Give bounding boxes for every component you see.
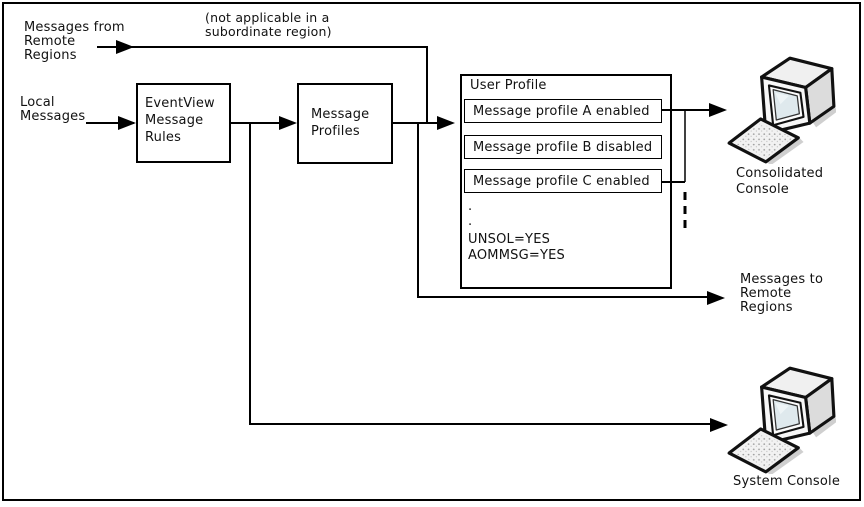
profile-row-a-label: Message profile A enabled	[473, 103, 650, 119]
user-profile-title: User Profile	[470, 78, 547, 93]
message-profiles-text: Message Profiles	[311, 107, 370, 139]
profile-row-b-label: Message profile B disabled	[473, 139, 653, 155]
profile-row-a: Message profile A enabled	[464, 99, 662, 123]
local-messages-label: Local Messages	[20, 95, 86, 124]
messages-to-remote-label: Messages to Remote Regions	[740, 272, 824, 315]
profile-row-c-label: Message profile C enabled	[473, 173, 650, 189]
profile-row-b: Message profile B disabled	[464, 135, 662, 159]
consolidated-console-label: Consolidated Console	[736, 166, 824, 197]
messages-from-remote-label: Messages from Remote Regions	[24, 20, 125, 63]
profile-ellipsis: . .	[468, 199, 473, 229]
subordinate-region-note: (not applicable in a subordinate region)	[205, 10, 332, 39]
system-console-icon	[726, 364, 836, 474]
profile-row-c: Message profile C enabled	[464, 169, 662, 193]
eventview-message-rules-text: EventView Message Rules	[145, 96, 215, 145]
user-profile-settings: UNSOL=YES AOMMSG=YES	[468, 232, 565, 263]
message-profiles-box: Message Profiles	[297, 83, 393, 164]
consolidated-console-icon	[726, 54, 836, 164]
eventview-message-rules-box: EventView Message Rules	[136, 83, 231, 163]
system-console-label: System Console	[733, 474, 841, 489]
